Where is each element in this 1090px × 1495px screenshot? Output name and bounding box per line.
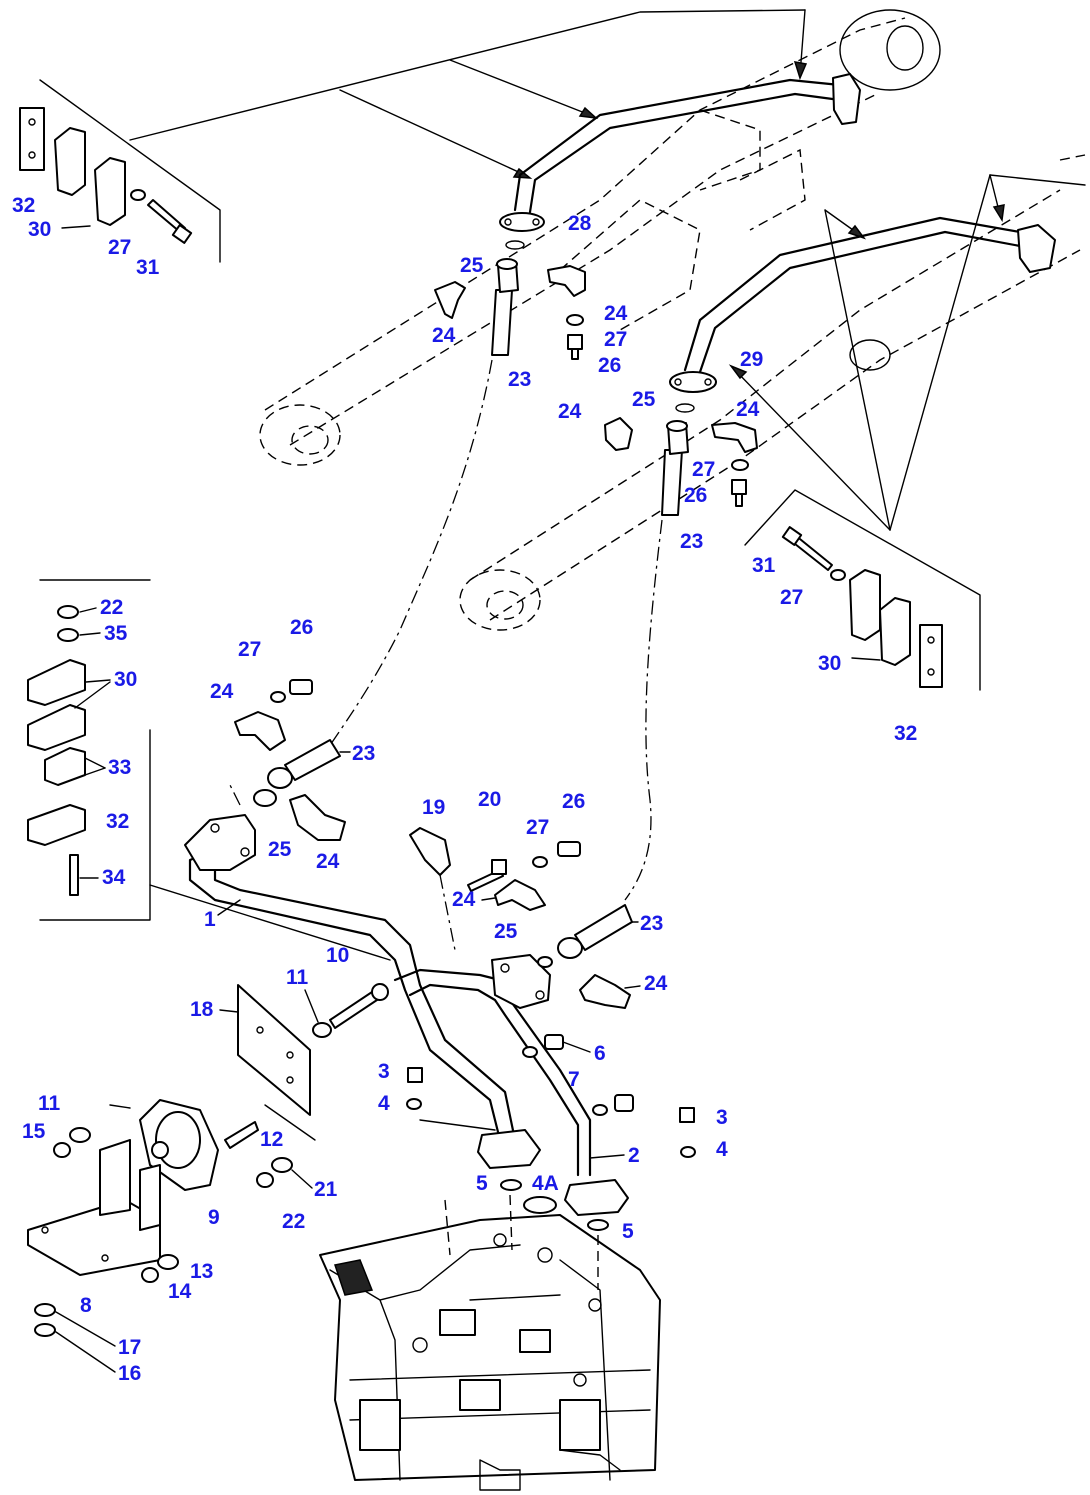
boom-arms-phantom [259, 9, 1086, 631]
callout-27: 27 [238, 638, 261, 661]
callout-8: 8 [80, 1294, 92, 1317]
bracket-plate-18 [237, 983, 389, 1116]
callout-16: 16 [118, 1362, 141, 1385]
callout-30: 30 [818, 652, 841, 675]
callout-5: 5 [622, 1220, 634, 1243]
bracket-8 [27, 1139, 161, 1276]
callout-24: 24 [604, 302, 628, 325]
bolts-washers-upper [566, 314, 749, 507]
callout-17: 17 [118, 1336, 141, 1359]
hose-fitting-23-upper-left [491, 258, 519, 356]
callout-24: 24 [452, 888, 476, 911]
callout-33: 33 [108, 756, 131, 779]
hose-fitting-23-lower-left [267, 739, 341, 789]
clamp-kit-upper-left [19, 107, 193, 244]
callout-19: 19 [422, 796, 445, 819]
callout-27: 27 [108, 236, 131, 259]
reference-lines [39, 9, 1086, 1141]
callout-14: 14 [168, 1280, 192, 1303]
callout-30: 30 [114, 668, 137, 691]
callout-25: 25 [460, 254, 484, 277]
callout-29: 29 [740, 348, 763, 371]
callout-27: 27 [780, 586, 803, 609]
callout-11: 11 [38, 1092, 61, 1115]
callout-13: 13 [190, 1260, 213, 1283]
callout-26: 26 [290, 616, 313, 639]
callout-24: 24 [644, 972, 668, 995]
callout-35: 35 [104, 622, 128, 645]
clamp-kit-left [27, 605, 86, 896]
callout-28: 28 [568, 212, 592, 235]
callout-20: 20 [478, 788, 501, 811]
callout-27: 27 [692, 458, 715, 481]
callout-3: 3 [716, 1106, 728, 1129]
callout-23: 23 [640, 912, 663, 935]
callout-24: 24 [432, 324, 456, 347]
callout-32: 32 [894, 722, 917, 745]
callout-12: 12 [260, 1128, 283, 1151]
callout-3: 3 [378, 1060, 390, 1083]
callout-24: 24 [558, 400, 582, 423]
callout-31: 31 [136, 256, 160, 279]
callout-22: 22 [282, 1210, 305, 1233]
callout-7: 7 [568, 1068, 580, 1091]
callout-34: 34 [102, 866, 126, 889]
pipe-1 [184, 789, 517, 1142]
callout-4: 4 [716, 1138, 728, 1161]
callout-26: 26 [562, 790, 585, 813]
nuts-washers-mount [34, 1127, 293, 1337]
callout-24: 24 [210, 680, 234, 703]
callout-31: 31 [752, 554, 776, 577]
callout-10: 10 [326, 944, 349, 967]
callout-26: 26 [598, 354, 621, 377]
callout-24: 24 [316, 850, 340, 873]
callout-32: 32 [12, 194, 35, 217]
callout-15: 15 [22, 1120, 46, 1143]
hose-fitting-23-lower-right [557, 904, 633, 959]
callout-21: 21 [314, 1178, 338, 1201]
callout-27: 27 [526, 816, 549, 839]
callout-22: 22 [100, 596, 123, 619]
part-callouts: 32 30 27 31 28 25 24 24 27 26 23 29 25 2… [12, 194, 917, 1385]
callout-5: 5 [476, 1172, 488, 1195]
callout-26: 26 [684, 484, 707, 507]
callout-23: 23 [508, 368, 531, 391]
callout-30: 30 [28, 218, 51, 241]
pipe-29 [669, 216, 1056, 413]
callout-4A: 4A [532, 1172, 559, 1195]
hose-routing-lines [229, 359, 663, 951]
callout-23: 23 [680, 530, 703, 553]
callout-25: 25 [268, 838, 292, 861]
callout-23: 23 [352, 742, 375, 765]
pipe-28 [499, 73, 861, 250]
callout-24: 24 [736, 398, 760, 421]
callout-25: 25 [494, 920, 518, 943]
callout-6: 6 [594, 1042, 606, 1065]
callout-4: 4 [378, 1092, 390, 1115]
clamp-halves-24-upper [434, 265, 758, 453]
clamp-kit-right [781, 526, 943, 688]
clamp-halves-24-lower [234, 711, 631, 1009]
callout-2: 2 [628, 1144, 640, 1167]
callout-25: 25 [632, 388, 656, 411]
pipe-flanges-lower [477, 1129, 629, 1231]
bolts-washers-lower [270, 679, 696, 1158]
callout-18: 18 [190, 998, 214, 1021]
callout-27: 27 [604, 328, 627, 351]
hose-fitting-23-upper-right [661, 420, 689, 516]
callout-1: 1 [204, 908, 216, 931]
callout-11: 11 [286, 966, 309, 989]
control-valve [319, 1194, 661, 1491]
callout-9: 9 [208, 1206, 220, 1229]
pipe-2 [393, 954, 592, 1177]
callout-32: 32 [106, 810, 129, 833]
